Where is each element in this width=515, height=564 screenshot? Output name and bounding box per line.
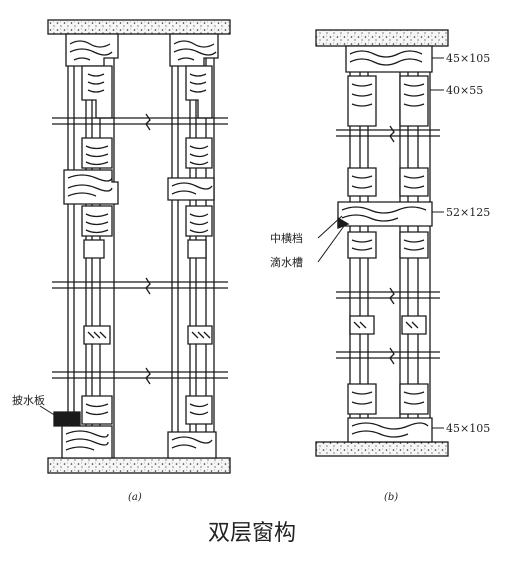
panel-b-middle-rail: [337, 201, 433, 227]
panel-b-sill-wall: [315, 441, 449, 457]
leader-middle-rail: [317, 215, 343, 239]
panel-a-sill-frame-right: [167, 431, 217, 459]
label-dim-head: 45×105: [446, 52, 490, 65]
label-dim-middle: 52×125: [446, 206, 490, 219]
caption-a: (a): [128, 492, 142, 503]
leader-drip-groove: [317, 225, 345, 263]
label-drip-groove: 滴水槽: [270, 255, 303, 269]
break-line-icon: [145, 113, 151, 131]
label-weather-board: 披水板: [12, 393, 45, 407]
panel-a-drawing: [47, 19, 231, 474]
label-middle-rail: 中横档: [270, 231, 303, 245]
figure-title: 双层窗构: [208, 521, 296, 546]
caption-b: (b): [384, 492, 398, 503]
panel-a-sill-frame-left: [61, 425, 113, 459]
panel-a-transom-left: [63, 169, 119, 205]
panel-b-head-wall: [315, 29, 449, 47]
label-dim-sill: 45×105: [446, 422, 490, 435]
panel-a-weather-board: [53, 411, 81, 427]
leader-weather-board: [39, 405, 57, 417]
panel-a-head-wall: [47, 19, 231, 35]
panel-b-drawing: [315, 29, 449, 457]
panel-a-sill-wall: [47, 457, 231, 474]
label-dim-sash: 40×55: [446, 84, 483, 97]
panel-b-head-frame: [345, 45, 433, 73]
panel-b-sill-frame: [347, 417, 433, 443]
